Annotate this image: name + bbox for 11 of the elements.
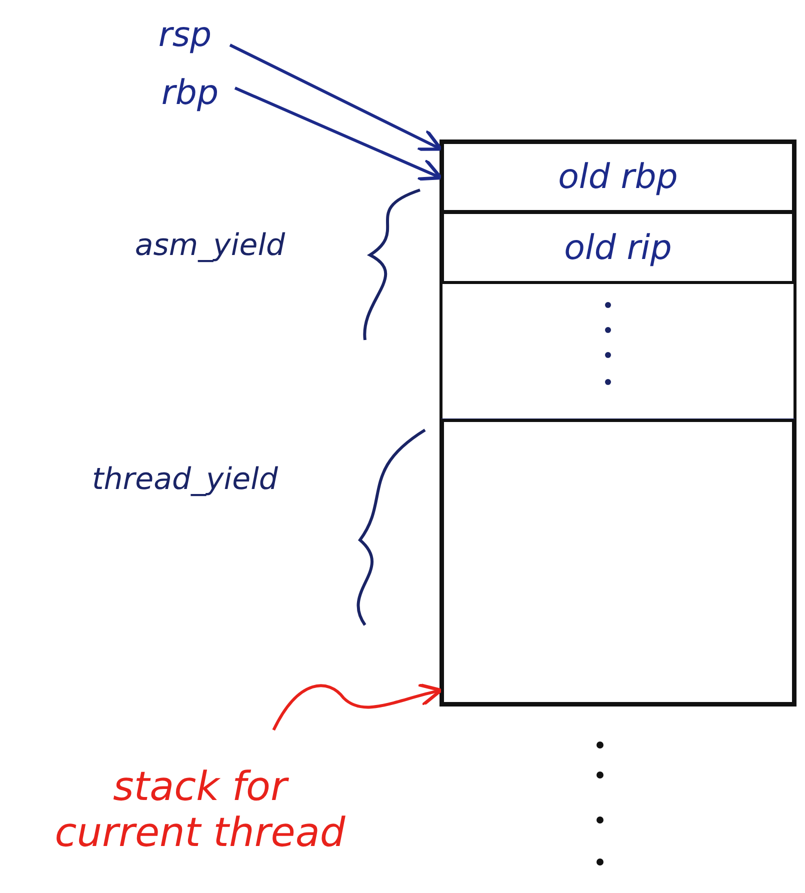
- stack-slot: old rbp: [441, 141, 795, 213]
- register-label: rsp: [140, 10, 230, 60]
- arrow: [229, 44, 443, 151]
- arrow: [234, 86, 443, 181]
- annotation-text: stack for current thread: [40, 730, 360, 890]
- register-label: rbp: [145, 68, 235, 118]
- stack-slot: old rip: [441, 211, 795, 284]
- function-label: asm_yield: [134, 228, 286, 263]
- arrow: [272, 683, 443, 731]
- function-label: thread_yield: [91, 462, 279, 497]
- stack-frame: [441, 419, 795, 705]
